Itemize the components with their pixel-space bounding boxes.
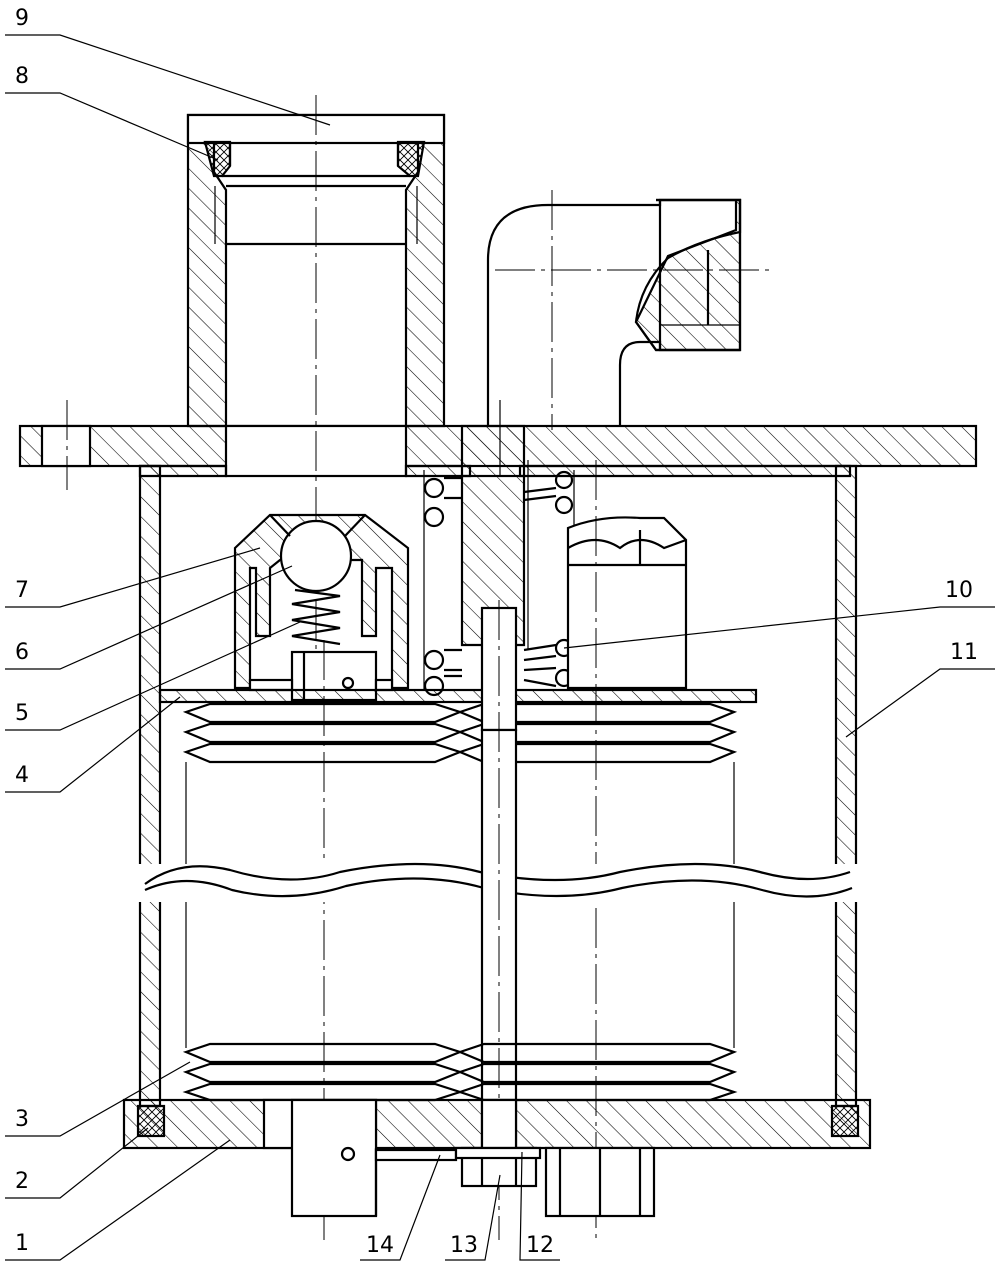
center-stem bbox=[460, 400, 529, 650]
callout-13: 13 bbox=[450, 1233, 478, 1258]
callout-9: 9 bbox=[15, 6, 29, 31]
bottom-left-block bbox=[290, 1098, 458, 1218]
callout-11: 11 bbox=[950, 640, 978, 665]
callout-3: 3 bbox=[15, 1107, 29, 1132]
callout-2: 2 bbox=[15, 1169, 29, 1194]
callout-6: 6 bbox=[15, 640, 29, 665]
leader-lines bbox=[5, 34, 995, 1261]
callout-8: 8 bbox=[15, 64, 29, 89]
callout-5: 5 bbox=[15, 701, 29, 726]
lower-disc-stack bbox=[182, 1042, 738, 1102]
callout-4: 4 bbox=[15, 763, 29, 788]
callout-10: 10 bbox=[945, 578, 973, 603]
bottom-right-block bbox=[454, 1146, 656, 1218]
callout-7: 7 bbox=[15, 578, 29, 603]
callout-14: 14 bbox=[366, 1233, 394, 1258]
base-plate bbox=[122, 1098, 872, 1150]
callout-12: 12 bbox=[526, 1233, 554, 1258]
outlet-elbow bbox=[486, 190, 775, 430]
upper-disc-stack bbox=[182, 702, 738, 764]
callout-labels: 9 8 7 6 5 4 10 11 3 2 1 14 13 12 bbox=[15, 6, 978, 1258]
upper-plate bbox=[158, 688, 758, 704]
callout-1: 1 bbox=[15, 1231, 29, 1256]
outer-shell bbox=[138, 464, 858, 1108]
check-valve bbox=[233, 513, 410, 702]
upper-right-nut bbox=[566, 516, 688, 690]
